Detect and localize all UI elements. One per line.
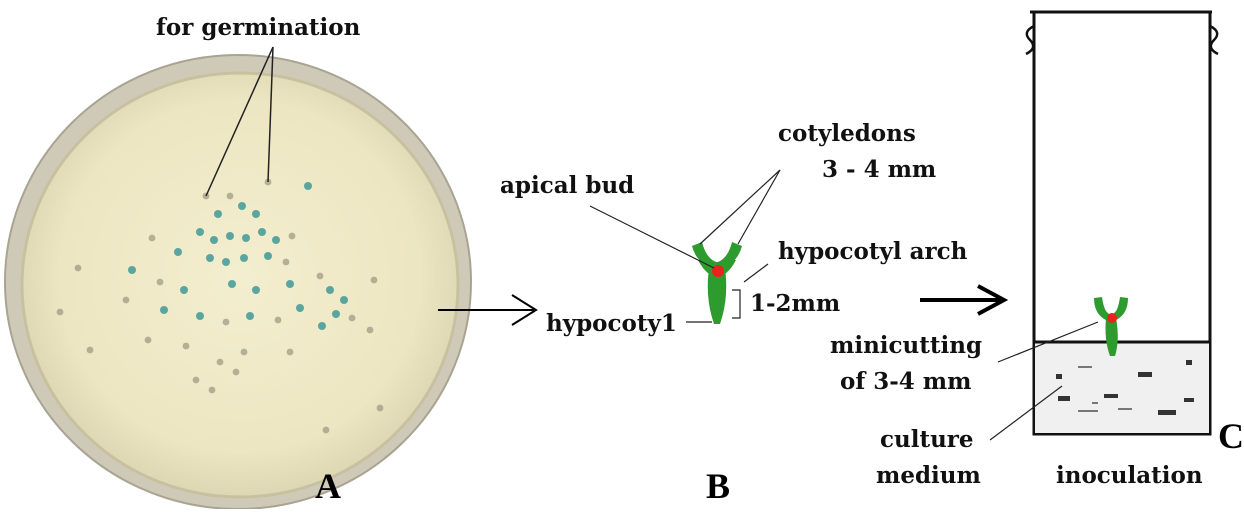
cotyledons-size-label: 3 - 4 mm [822, 158, 936, 181]
minicutting-size-label: of 3-4 mm [840, 370, 971, 393]
medium-particle [1078, 366, 1092, 368]
panel-letter-c: C [1218, 418, 1244, 454]
medium-particle [1092, 402, 1098, 404]
arch-length-label: 1-2mm [750, 292, 840, 315]
seed [367, 327, 374, 334]
seed [240, 254, 248, 262]
seed [196, 312, 204, 320]
panel-letter-b: B [706, 468, 730, 504]
medium-particle [1158, 410, 1176, 415]
seed [326, 286, 334, 294]
seed [349, 315, 356, 322]
hypocotyl-label: hypocoty1 [546, 312, 677, 335]
seed [377, 405, 384, 412]
seed [283, 259, 290, 266]
medium-label: medium [876, 464, 981, 487]
minicutting-label: minicutting [830, 334, 982, 357]
seed [196, 228, 204, 236]
seed [223, 319, 230, 326]
seed [264, 252, 272, 260]
medium-particle [1118, 408, 1132, 410]
seed [272, 236, 280, 244]
seed [214, 210, 222, 218]
seed [180, 286, 188, 294]
cotyledon-pointer-left [700, 170, 780, 244]
arch-pointer [744, 264, 768, 282]
seed [241, 349, 248, 356]
apical-bud-pointer [590, 206, 714, 268]
seed [57, 309, 64, 316]
seed [210, 236, 218, 244]
medium-particle [1058, 396, 1070, 401]
medium-particle [1138, 372, 1152, 377]
seed [318, 322, 326, 330]
seed [75, 265, 82, 272]
seed [226, 232, 234, 240]
seed [227, 193, 234, 200]
culture-label: culture [880, 428, 974, 451]
seed [193, 377, 200, 384]
inoculation-label: inoculation [1056, 464, 1203, 487]
seed [246, 312, 254, 320]
hypocotyl-arch-label: hypocotyl arch [778, 240, 967, 263]
seed [149, 235, 156, 242]
apical-bud-dot [712, 265, 724, 277]
for-germination-label: for germination [156, 16, 360, 39]
seed [228, 280, 236, 288]
medium-particle [1056, 374, 1062, 379]
seed [323, 427, 330, 434]
seed [87, 347, 94, 354]
seed [206, 254, 214, 262]
arch-length-bracket [732, 290, 740, 318]
seed [174, 248, 182, 256]
seed [332, 310, 340, 318]
petri-dish [22, 73, 458, 497]
apical-bud-label: apical bud [500, 174, 634, 197]
minicutting-bud-dot [1107, 313, 1117, 323]
seed [289, 233, 296, 240]
panel-c [990, 12, 1218, 440]
seed [371, 277, 378, 284]
cotyledons-label: cotyledons [778, 122, 916, 145]
culture-medium [1035, 342, 1209, 433]
seed [287, 349, 294, 356]
seed [145, 337, 152, 344]
seed [286, 280, 294, 288]
seed [304, 182, 312, 190]
seed [217, 359, 224, 366]
seed [209, 387, 216, 394]
seed [275, 317, 282, 324]
seed [233, 369, 240, 376]
seed [258, 228, 266, 236]
seed [252, 210, 260, 218]
seed [242, 234, 250, 242]
seed [160, 306, 168, 314]
panel-letter-a: A [315, 468, 341, 504]
seed [252, 286, 260, 294]
seed [128, 266, 136, 274]
medium-particle [1184, 398, 1194, 402]
medium-particle [1078, 410, 1098, 412]
seed [296, 304, 304, 312]
medium-particle [1186, 360, 1192, 365]
seed [157, 279, 164, 286]
seed [238, 202, 246, 210]
panel-a [5, 47, 471, 509]
medium-particle [1104, 394, 1118, 398]
cotyledon-pointer-right [738, 170, 780, 244]
arrow-b-to-c [920, 286, 1004, 314]
seed [183, 343, 190, 350]
seed [222, 258, 230, 266]
seed [340, 296, 348, 304]
seed [317, 273, 324, 280]
seed [123, 297, 130, 304]
